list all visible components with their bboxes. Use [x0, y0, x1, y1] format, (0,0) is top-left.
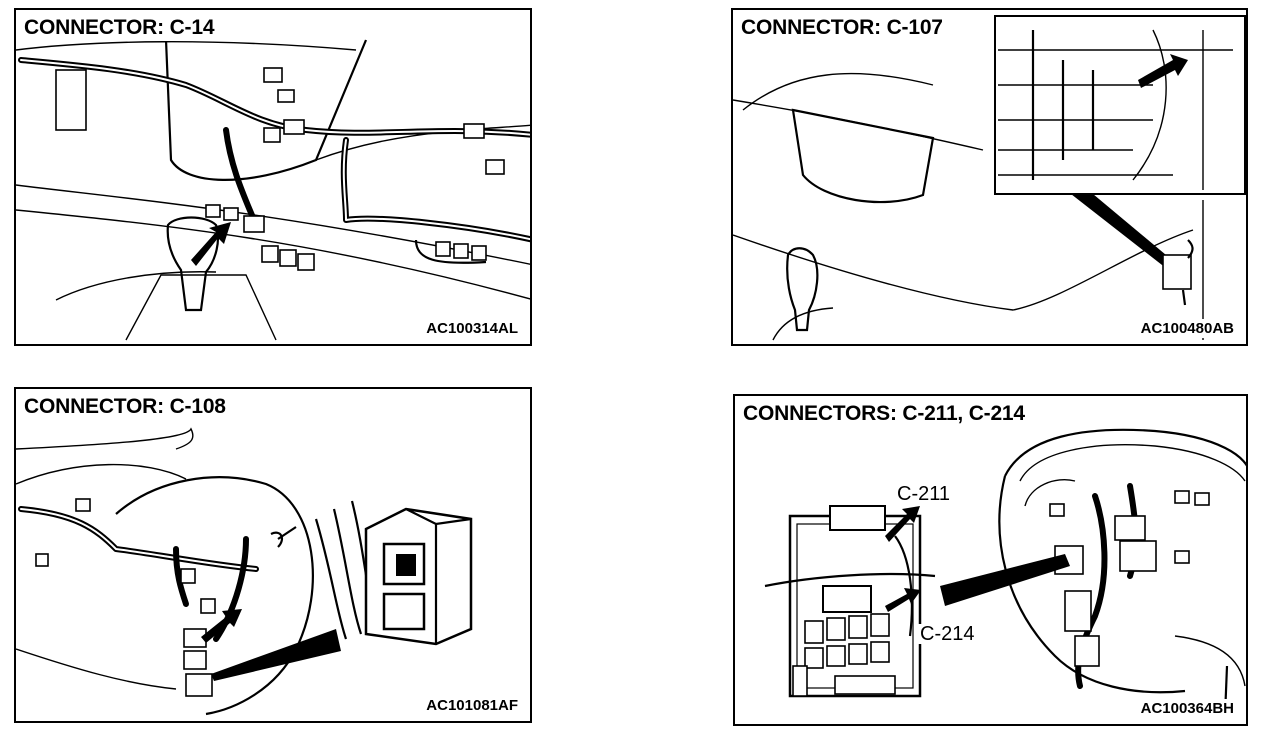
diagram-panel-c14: CONNECTOR: C-14 AC100314AL [14, 8, 532, 346]
diagram-panel-c211-c214: CONNECTORS: C-211, C-214 C-211 C-214 AC1… [733, 394, 1248, 726]
figure-code: AC100480AB [1138, 319, 1236, 338]
callout-c211: C-211 [895, 483, 952, 505]
panel-title: CONNECTOR: C-107 [741, 16, 947, 42]
diagram-panel-c107: CONNECTOR: C-107 AC100480AB [731, 8, 1248, 346]
glove-box-illustration [733, 15, 1246, 341]
junction-block-illustration [764, 428, 1246, 717]
diagram-panel-c108: CONNECTOR: C-108 AC101081AF [14, 387, 532, 723]
dash-harness-illustration [16, 39, 530, 341]
figure-code: AC100314AL [424, 319, 520, 338]
c214-arrow-icon [885, 588, 921, 612]
location-arrow-icon [191, 222, 231, 266]
panel-title: CONNECTOR: C-108 [24, 395, 230, 421]
location-arrow-icon [201, 609, 242, 643]
panel-title: CONNECTOR: C-14 [24, 16, 219, 42]
c211-arrow-icon [885, 506, 920, 542]
figure-code: AC101081AF [424, 696, 520, 715]
location-arrow-icon [1138, 54, 1188, 88]
figure-code: AC100364BH [1138, 699, 1236, 718]
callout-c214: C-214 [918, 623, 977, 645]
panel-title: CONNECTORS: C-211, C-214 [743, 402, 1029, 428]
steering-column-illustration [16, 427, 473, 716]
